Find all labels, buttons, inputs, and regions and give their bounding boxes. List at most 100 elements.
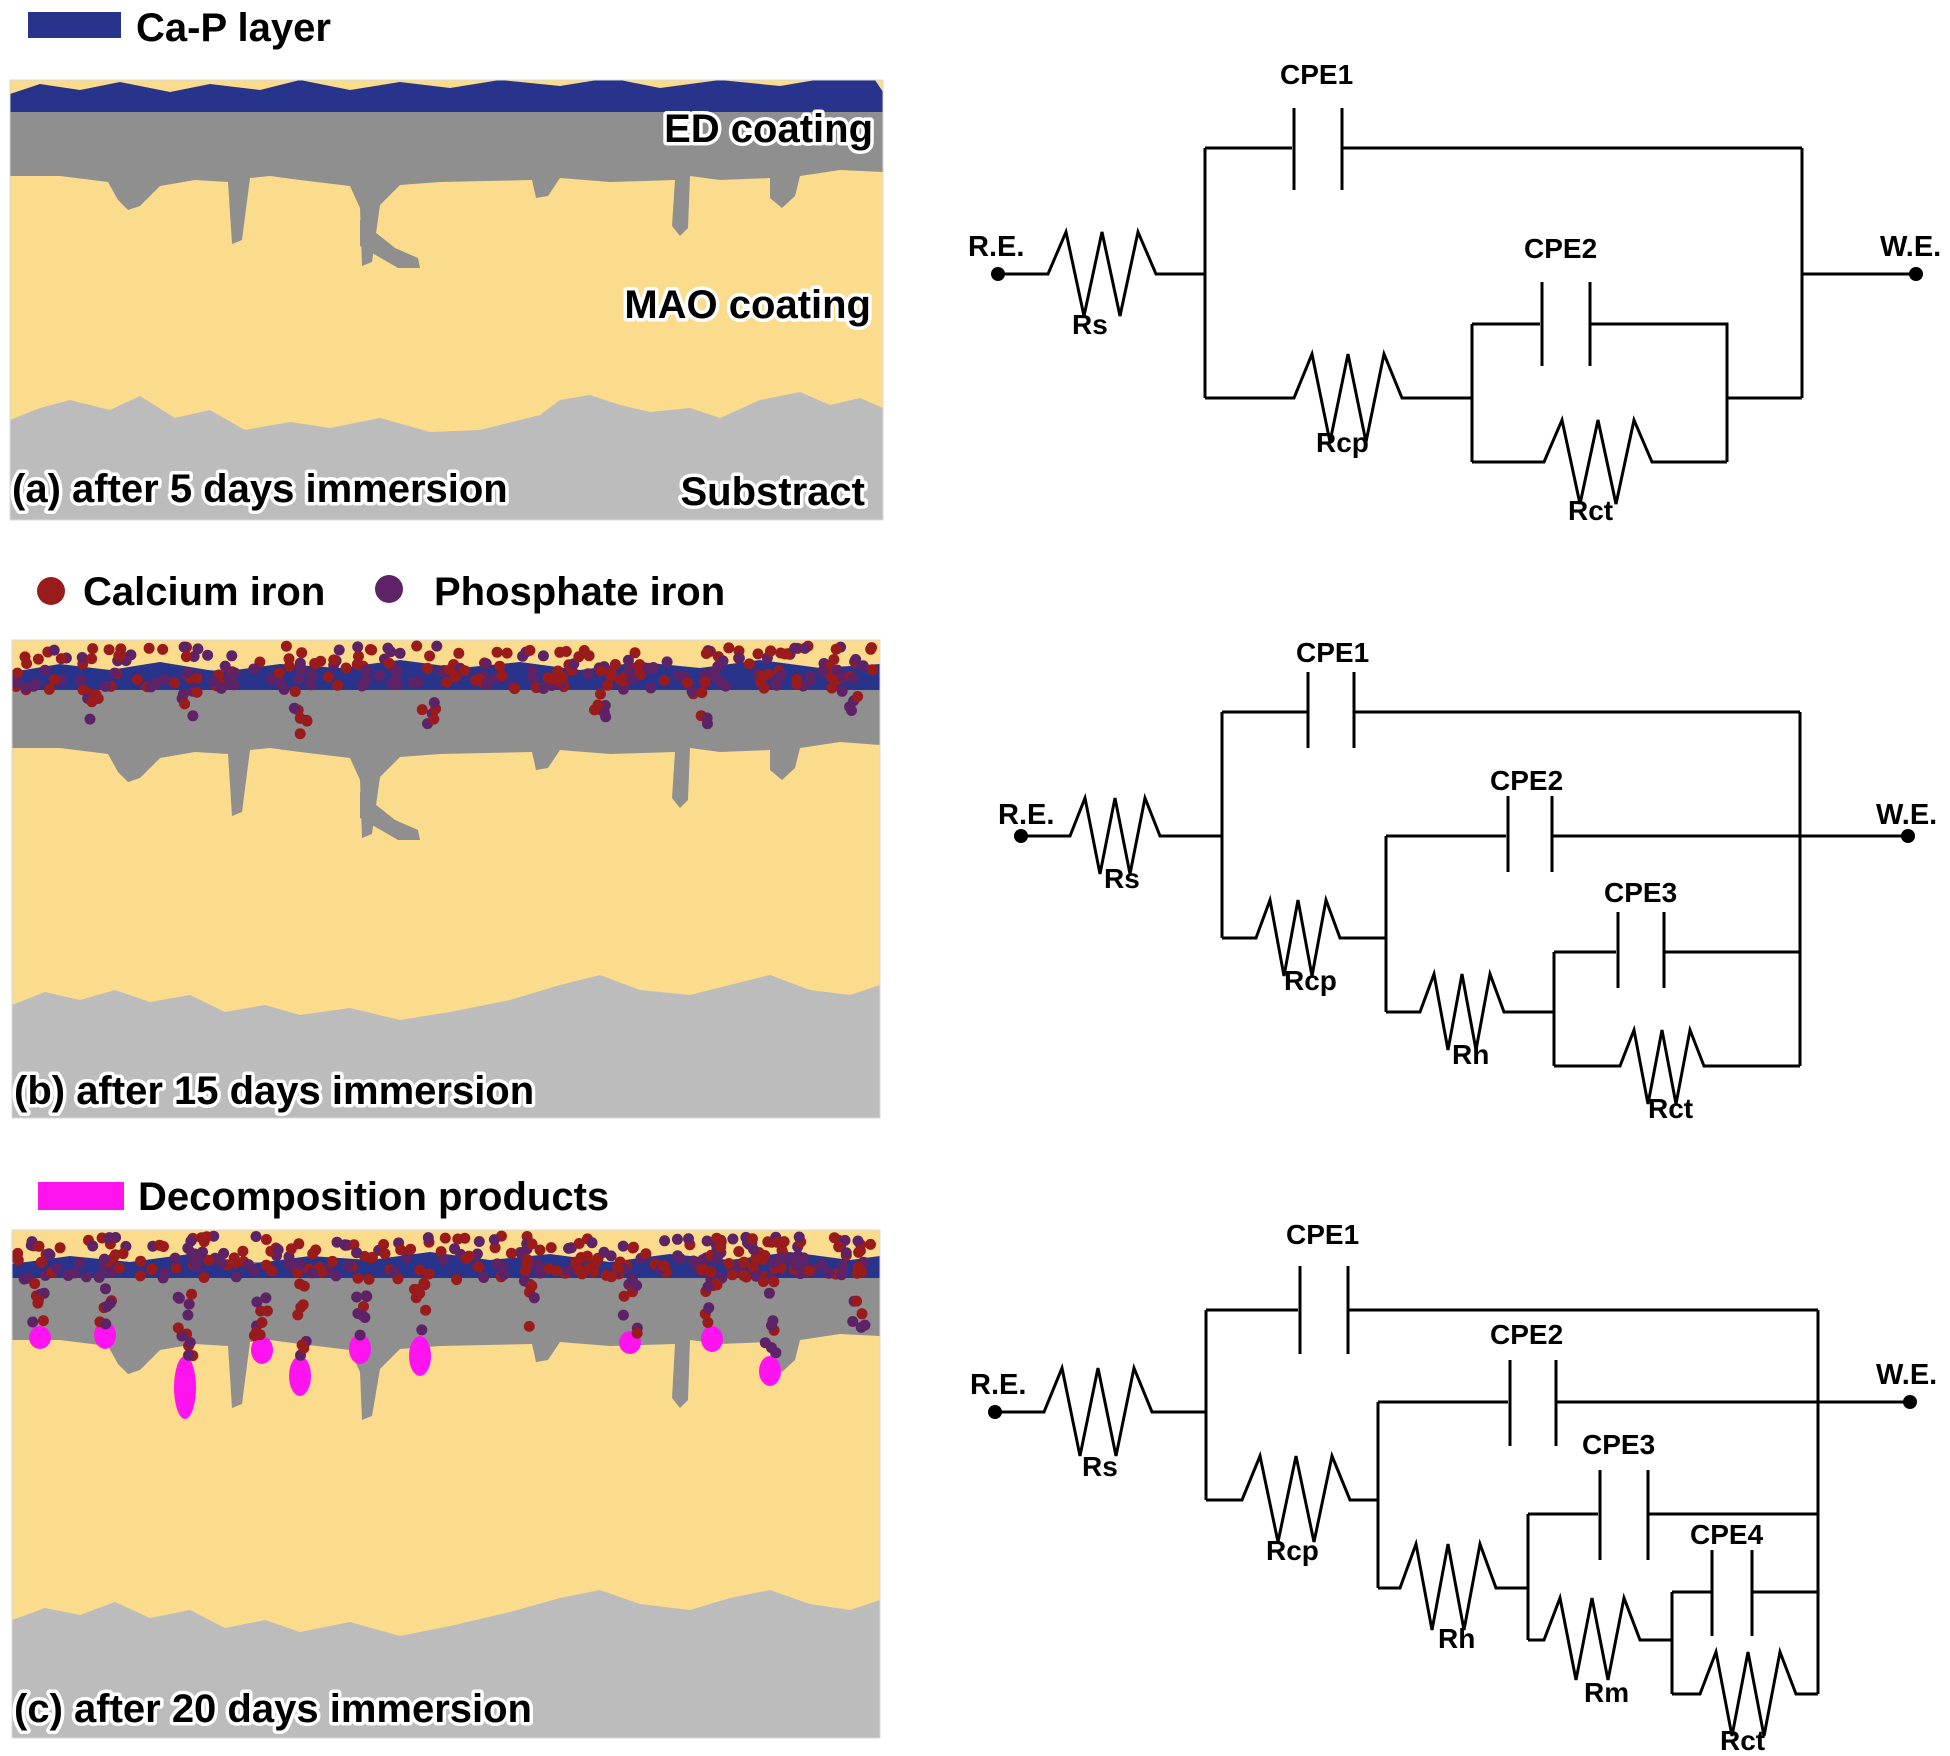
calcium-ion xyxy=(170,1262,182,1274)
phosphate-ion xyxy=(852,1235,864,1247)
calcium-ion xyxy=(294,728,306,740)
phosphate-ion xyxy=(759,1337,771,1349)
circuit-c-ref-terminal xyxy=(988,1405,1002,1419)
phosphate-ion xyxy=(169,1252,181,1264)
phosphate-ion xyxy=(775,670,787,681)
phosphate-ion xyxy=(671,1233,683,1245)
phosphate-ion xyxy=(708,670,720,682)
phosphate-ion xyxy=(293,673,305,685)
calcium-ion xyxy=(526,1280,538,1292)
circuit-c: R.E. W.E. Rs CPE1 Rcp CPE2 Rh CPE3 Rm CP… xyxy=(970,1219,1937,1756)
phosphate-ion xyxy=(831,664,843,676)
calcium-ion xyxy=(86,696,98,708)
legend-calcium-label: Calcium iron xyxy=(83,570,325,614)
phosphate-ion xyxy=(191,1261,203,1273)
phosphate-ion xyxy=(101,1301,113,1312)
calcium-ion xyxy=(54,1242,66,1254)
calcium-ion xyxy=(491,646,503,658)
calcium-ion xyxy=(379,1248,391,1260)
calcium-ion xyxy=(113,650,125,662)
circuit-c-rm-label: Rm xyxy=(1584,1677,1629,1708)
panel-a-border xyxy=(9,79,884,521)
calcium-ion xyxy=(296,647,308,659)
phosphate-ion xyxy=(339,1239,351,1251)
phosphate-ion xyxy=(617,1309,629,1321)
calcium-ion xyxy=(378,1239,390,1250)
calcium-ion xyxy=(169,677,181,689)
calcium-ion xyxy=(711,1232,723,1244)
phosphate-ion xyxy=(473,1236,485,1247)
calcium-ion xyxy=(395,1244,407,1256)
decomposition-pocket xyxy=(251,1336,273,1364)
phosphate-ion xyxy=(837,1261,849,1272)
calcium-ion xyxy=(316,1266,328,1278)
legend-ca-p: Ca-P layer xyxy=(28,6,331,50)
phosphate-ion xyxy=(582,668,594,680)
calcium-ion xyxy=(180,651,192,663)
calcium-ion xyxy=(747,1261,759,1273)
calcium-ion xyxy=(605,667,617,679)
phosphate-ion xyxy=(431,640,443,652)
calcium-ion xyxy=(852,691,864,702)
calcium-ion xyxy=(435,1246,447,1258)
panel-a-substrate-layer xyxy=(10,392,883,520)
phosphate-ion xyxy=(351,1291,363,1303)
panel-b-ed-branch xyxy=(360,792,420,840)
phosphate-ion xyxy=(846,705,857,716)
phosphate-ion xyxy=(481,678,493,690)
calcium-ion xyxy=(285,1243,297,1255)
phosphate-ion xyxy=(182,667,194,679)
phosphate-ion xyxy=(192,643,204,655)
calcium-ion xyxy=(602,679,614,691)
calcium-ion xyxy=(198,1272,210,1283)
calcium-ion xyxy=(865,1238,876,1250)
legend-calcium-dot xyxy=(37,577,65,605)
calcium-ion xyxy=(524,644,536,656)
calcium-ion xyxy=(414,1264,426,1276)
phosphate-ion xyxy=(100,680,111,692)
circuit-b-work-label: W.E. xyxy=(1876,799,1937,831)
calcium-ion xyxy=(573,1238,585,1249)
decomposition-pocket xyxy=(29,1326,51,1349)
phosphate-ion xyxy=(799,642,811,654)
calcium-ion xyxy=(411,640,423,652)
panel-a-substrate-label: Substract xyxy=(681,470,866,514)
phosphate-ion xyxy=(605,1250,617,1262)
calcium-ion xyxy=(833,1241,845,1253)
phosphate-ion xyxy=(183,1349,194,1361)
calcium-ion xyxy=(501,647,513,659)
phosphate-ion xyxy=(187,710,199,722)
calcium-ion xyxy=(428,713,440,725)
circuit-c-work-label: W.E. xyxy=(1876,1359,1937,1391)
circuit-c-rcp-label: Rcp xyxy=(1266,1535,1319,1566)
calcium-ion xyxy=(856,1308,868,1320)
phosphate-ion xyxy=(617,683,629,695)
calcium-ion xyxy=(328,654,340,666)
calcium-ion xyxy=(853,1246,865,1258)
phosphate-ion xyxy=(80,1271,92,1283)
calcium-ion xyxy=(294,1278,306,1290)
calcium-ion xyxy=(452,1233,464,1245)
phosphate-ion xyxy=(159,673,170,685)
phosphate-ion xyxy=(294,1259,306,1271)
phosphate-ion xyxy=(306,669,318,681)
calcium-ion xyxy=(327,1255,338,1267)
panel-c-substrate-layer xyxy=(12,1590,880,1738)
phosphate-ion xyxy=(770,1347,782,1359)
circuit-b-rh-label: Rh xyxy=(1452,1039,1489,1070)
panel-a-mao-label: MAO coating xyxy=(624,283,871,327)
calcium-ion xyxy=(723,642,735,654)
phosphate-ion xyxy=(100,1318,112,1330)
calcium-ion xyxy=(496,670,508,682)
panel-a-caption: (a) after 5 days immersion xyxy=(12,467,508,511)
decomposition-pocket xyxy=(701,1326,723,1352)
calcium-ion xyxy=(699,676,711,688)
calcium-ion xyxy=(33,1240,45,1252)
calcium-ion xyxy=(21,658,33,669)
decomposition-pocket xyxy=(289,1356,311,1396)
panel-c-caption: (c) after 20 days immersion xyxy=(14,1687,532,1731)
calcium-ion xyxy=(494,660,506,672)
calcium-ion xyxy=(542,672,554,684)
calcium-ion xyxy=(441,676,453,688)
